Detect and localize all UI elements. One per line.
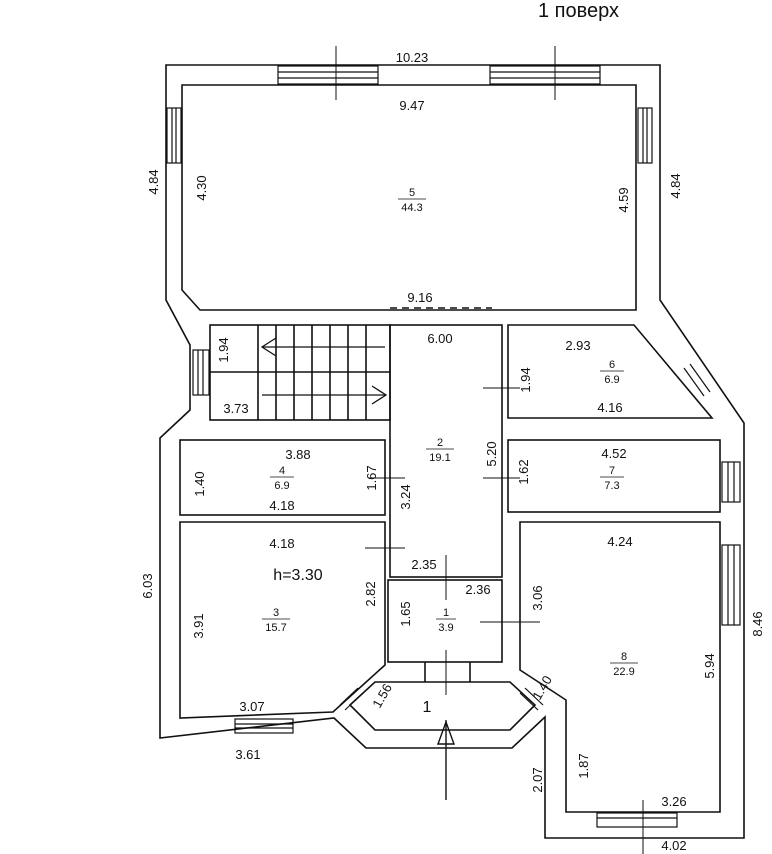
dim-right-outer-top: 4.84 xyxy=(668,173,683,198)
room-6-number: 6 xyxy=(609,359,615,371)
room-4-area: 6.9 xyxy=(274,480,289,492)
dim-room3-right: 2.82 xyxy=(363,581,378,606)
dim-room7-side: 1.62 xyxy=(516,459,531,484)
plan-title: 1 поверх xyxy=(538,0,620,22)
room-7-number: 7 xyxy=(609,465,615,477)
dim-top-outer: 10.23 xyxy=(396,50,429,65)
dim-room3-side: 3.91 xyxy=(191,613,206,638)
stair-treads xyxy=(257,325,367,420)
room-3-outline xyxy=(179,521,386,719)
dim-room4-top: 3.88 xyxy=(285,447,310,462)
dim-room8-bottom: 3.26 xyxy=(661,794,686,809)
dim-left-inner-top: 4.30 xyxy=(194,175,209,200)
vertical-dimension-labels: 4.84 4.30 4.59 4.84 1.94 1.94 5.20 1.40 … xyxy=(140,169,765,792)
dim-stair-upper: 1.94 xyxy=(216,337,231,362)
dim-room1-top2: 2.36 xyxy=(465,582,490,597)
room-3-number: 3 xyxy=(273,607,279,619)
dim-room8-top: 4.24 xyxy=(607,534,632,549)
dim-room3-top: 4.18 xyxy=(269,536,294,551)
dim-room1-top: 2.35 xyxy=(411,557,436,572)
door-ticks xyxy=(335,46,644,854)
room-5-outline xyxy=(181,84,637,311)
stair-arrows xyxy=(260,337,388,405)
room-6-outline xyxy=(507,324,714,419)
entrance-arrow xyxy=(437,719,455,800)
room-4-number: 4 xyxy=(279,465,285,477)
room-1-area: 3.9 xyxy=(438,622,453,634)
dim-room7-top: 4.52 xyxy=(601,446,626,461)
height-note: h=3.30 xyxy=(273,567,322,584)
dim-porch-outer: 2.07 xyxy=(530,767,545,792)
dim-room4-right: 1.67 xyxy=(364,465,379,490)
dim-bottom-left: 3.61 xyxy=(235,747,260,762)
room-8-outline xyxy=(519,521,721,813)
outer-wall xyxy=(159,64,745,839)
room-labels: 5 44.3 6 6.9 2 19.1 4 6.9 7 7.3 3 15.7 1… xyxy=(262,187,638,678)
room-8-number: 8 xyxy=(621,651,627,663)
room-3-area: 15.7 xyxy=(265,622,286,634)
room-5-number: 5 xyxy=(409,187,415,199)
room-7-area: 7.3 xyxy=(604,480,619,492)
dim-room3-bottom: 3.07 xyxy=(239,699,264,714)
dim-room1-side: 1.65 xyxy=(398,601,413,626)
dim-room6-bottom: 4.16 xyxy=(597,400,622,415)
dim-porch-right: 1.40 xyxy=(529,673,555,702)
dim-corridor-right: 5.20 xyxy=(484,441,499,466)
dim-right-inner-top: 4.59 xyxy=(616,187,631,212)
dimension-labels: 10.23 9.47 9.16 6.00 2.93 3.73 4.16 3.88… xyxy=(223,50,686,853)
room-6-area: 6.9 xyxy=(604,374,619,386)
dim-room8-lower: 1.87 xyxy=(576,753,591,778)
dim-right-outer-bottom: 8.46 xyxy=(750,611,765,636)
room-2-number: 2 xyxy=(437,437,443,449)
windows xyxy=(166,65,741,828)
dim-corridor-side: 1.94 xyxy=(518,367,533,392)
dim-stair-width: 3.73 xyxy=(223,401,248,416)
dim-left-outer-bottom: 6.03 xyxy=(140,573,155,598)
dim-corridor-width: 6.00 xyxy=(427,331,452,346)
dim-left-outer-top: 4.84 xyxy=(146,169,161,194)
room-7-outline xyxy=(507,439,721,513)
dim-room8-side: 5.94 xyxy=(702,653,717,678)
dim-top-inner: 9.47 xyxy=(399,98,424,113)
room-1-outline xyxy=(387,579,503,663)
dim-bottom-right: 4.02 xyxy=(661,838,686,853)
dim-porch-left: 1.56 xyxy=(369,681,395,710)
room-1-number: 1 xyxy=(443,607,449,619)
entrance-number: 1 xyxy=(423,699,432,716)
room-2-area: 19.1 xyxy=(429,452,450,464)
dim-mid-wall: 9.16 xyxy=(407,290,432,305)
room-8-area: 22.9 xyxy=(613,666,634,678)
dim-room4-bottom: 4.18 xyxy=(269,498,294,513)
room-5-area: 44.3 xyxy=(401,202,422,214)
dim-room4-side: 1.40 xyxy=(192,471,207,496)
porch-outline xyxy=(348,681,537,731)
dim-room6-top: 2.93 xyxy=(565,338,590,353)
dim-room1-right: 3.06 xyxy=(530,585,545,610)
dim-corridor-length: 3.24 xyxy=(398,484,413,509)
